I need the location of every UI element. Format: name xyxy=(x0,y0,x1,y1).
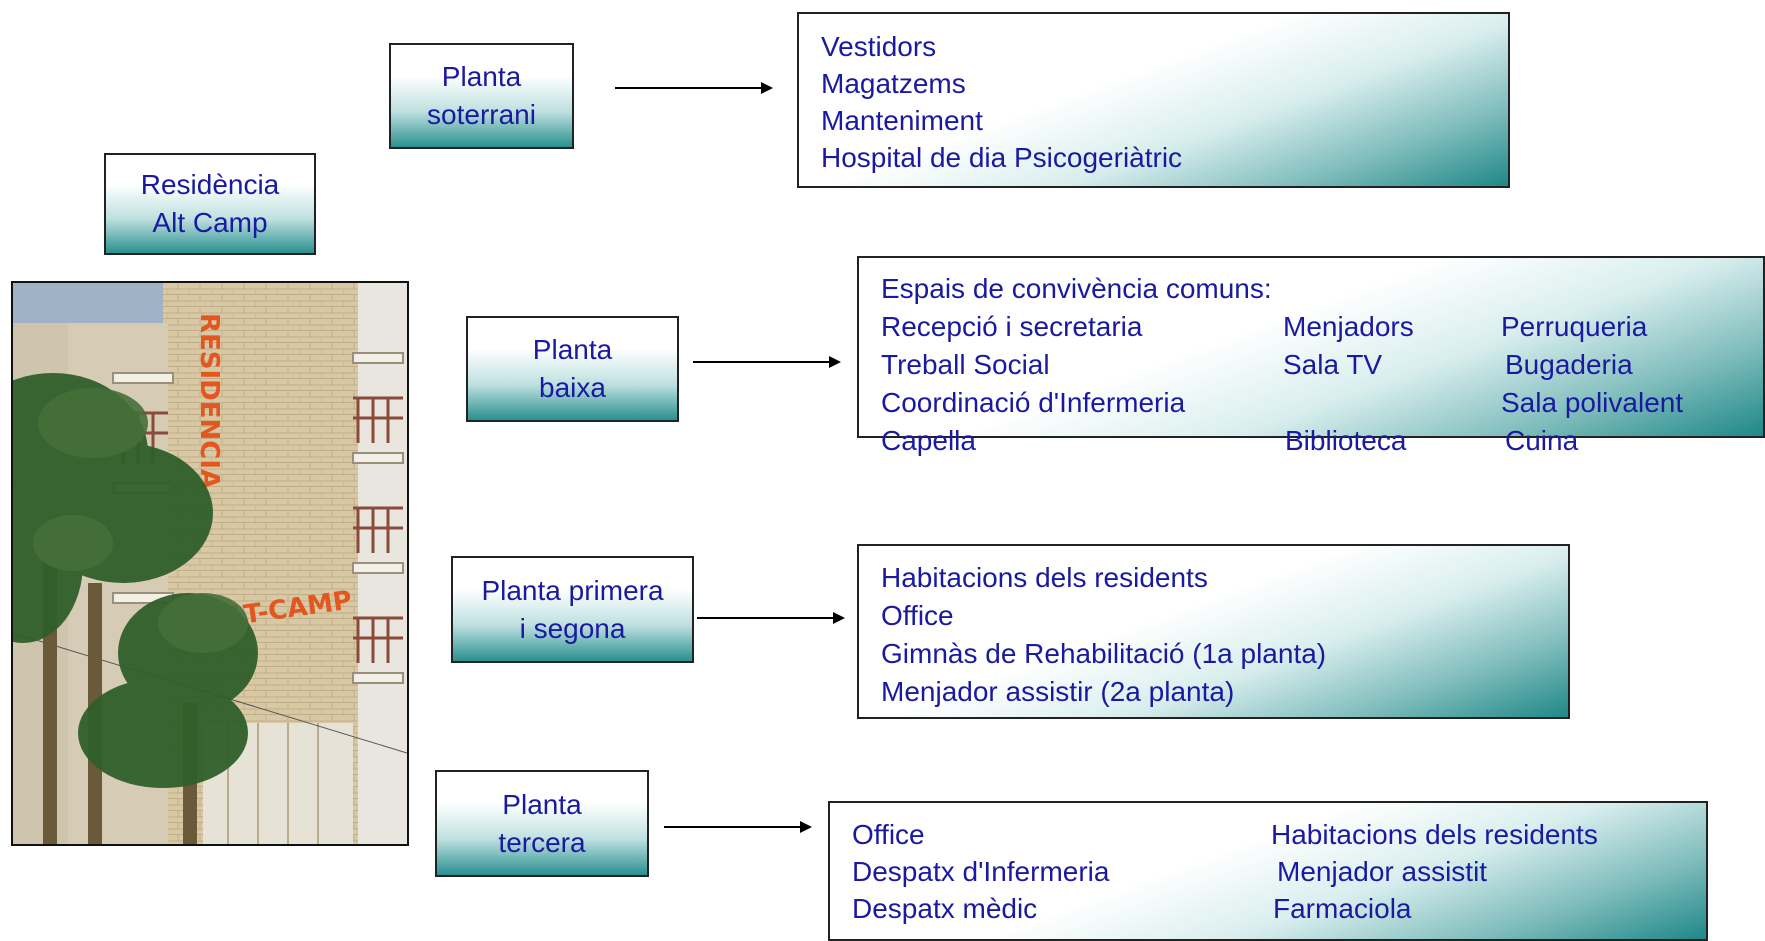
arrow-primera-segona xyxy=(697,612,845,624)
floor-label-baixa-line1: Planta xyxy=(532,334,613,365)
info-item: Sala polivalent xyxy=(1501,387,1684,418)
arrow-tercera xyxy=(664,821,812,833)
info-item: Habitacions dels residents xyxy=(1271,819,1598,850)
info-item: Capella xyxy=(881,425,976,456)
info-box-baixa: Espais de convivència comuns: Recepció i… xyxy=(857,256,1765,456)
info-box-soterrani: Vestidors Magatzems Manteniment Hospital… xyxy=(797,12,1510,188)
building-name-line2: Alt Camp xyxy=(152,207,268,238)
floor-label-primera-segona: Planta primera i segona xyxy=(451,556,694,663)
floor-label-tercera-line1: Planta xyxy=(502,788,582,820)
arrow-baixa xyxy=(693,356,841,368)
info-item: Farmaciola xyxy=(1273,893,1412,924)
floor-label-tercera: Planta tercera xyxy=(435,770,649,877)
building-photo: RESIDENCIA ALT-CAMP xyxy=(0,281,409,846)
floor-label-tercera-line2: tercera xyxy=(498,826,586,858)
floor-label-primera-segona-line1: Planta primera xyxy=(481,574,664,606)
info-box-tercera: Office Despatx d'Infermeria Despatx mèdi… xyxy=(828,801,1708,941)
floor-label-soterrani-line1: Planta xyxy=(441,61,522,92)
info-item: Menjador assistit xyxy=(1277,856,1488,887)
info-item: Vestidors xyxy=(821,31,937,62)
info-item: Office xyxy=(852,819,925,850)
info-item: Habitacions dels residents xyxy=(881,562,1208,593)
info-item: Recepció i secretaria xyxy=(881,311,1143,342)
info-item: Menjadors xyxy=(1283,311,1414,342)
photo-sign-vertical: RESIDENCIA xyxy=(194,313,224,489)
info-item: Despatx mèdic xyxy=(852,893,1038,924)
info-item: Bugaderia xyxy=(1505,349,1633,380)
floor-label-primera-segona-line2: i segona xyxy=(519,612,626,644)
info-heading: Espais de convivència comuns: xyxy=(881,273,1272,304)
floor-label-soterrani-line2: soterrani xyxy=(427,99,536,130)
floor-label-soterrani: Planta soterrani xyxy=(389,43,574,149)
building-name-box: Residència Alt Camp xyxy=(104,153,316,255)
info-item: Coordinació d'Infermeria xyxy=(881,387,1186,418)
info-item: Office xyxy=(881,600,954,631)
floor-label-baixa: Planta baixa xyxy=(466,316,679,422)
info-item: Treball Social xyxy=(881,349,1050,380)
info-item: Gimnàs de Rehabilitació (1a planta) xyxy=(881,638,1327,669)
floor-label-baixa-line2: baixa xyxy=(539,372,606,403)
info-item: Cuina xyxy=(1505,425,1579,456)
info-item: Perruqueria xyxy=(1501,311,1648,342)
info-item: Hospital de dia Psicogeriàtric xyxy=(821,142,1183,173)
info-item: Menjador assistir (2a planta) xyxy=(881,676,1235,707)
info-box-primera-segona: Habitacions dels residents Office Gimnàs… xyxy=(857,544,1570,719)
building-name-line1: Residència xyxy=(140,169,280,200)
info-item: Sala TV xyxy=(1283,349,1383,380)
arrow-soterrani xyxy=(615,82,773,94)
info-item: Manteniment xyxy=(821,105,983,136)
info-item: Biblioteca xyxy=(1285,425,1407,456)
info-item: Magatzems xyxy=(821,68,966,99)
info-item: Despatx d'Infermeria xyxy=(852,856,1110,887)
building-photo-illustration: RESIDENCIA ALT-CAMP xyxy=(0,283,408,844)
